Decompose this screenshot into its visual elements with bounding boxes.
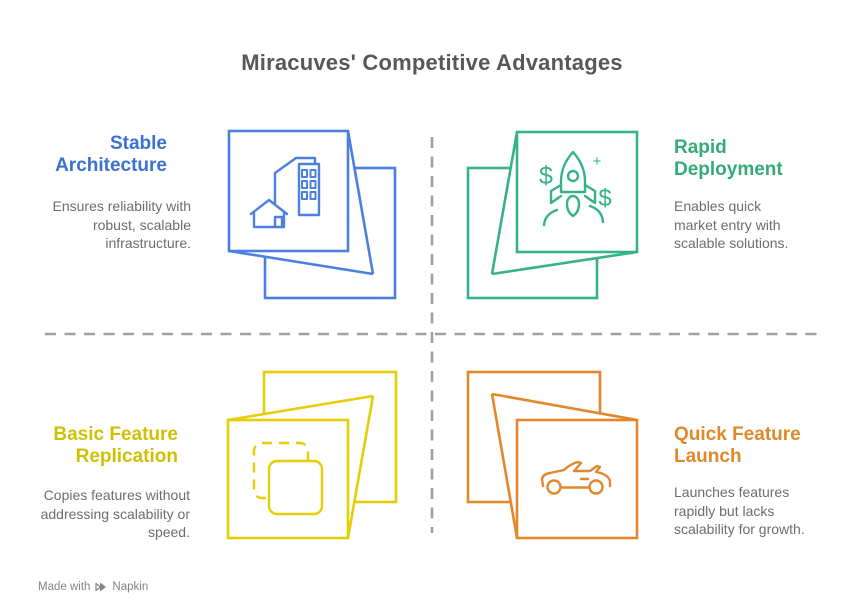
quadrant-body: Enables quick market entry with scalable… (674, 198, 789, 251)
quadrant-basic-feature-replication: Basic Feature Replication Copies feature… (40, 424, 190, 542)
convertible-car-icon (540, 460, 612, 495)
quadrant-heading: Basic Feature Replication (53, 424, 178, 467)
quadrant-body: Copies features without addressing scala… (40, 487, 190, 540)
convertible-car-box-icon (466, 370, 639, 540)
quadrant-heading: Rapid Deployment (674, 137, 783, 180)
dollar-sign-left: $ (539, 162, 553, 190)
watermark-prefix: Made with (38, 581, 91, 593)
rocket-box-icon: $ $ + (466, 130, 639, 300)
copy-box-icon (226, 370, 398, 540)
diagram-title: Miracuves' Competitive Advantages (241, 50, 623, 75)
rocket-symbols: $ $ + (539, 153, 612, 212)
buildings-box-icon (227, 129, 397, 300)
front-panel (227, 129, 350, 253)
quadrant-heading: Quick Feature Launch (674, 424, 801, 467)
front-panel (515, 418, 639, 540)
dollar-sign-right: $ (598, 185, 611, 212)
quadrant-heading: Stable Architecture (55, 133, 167, 176)
quadrant-quick-feature-launch: Quick Feature Launch Launches features r… (674, 424, 809, 539)
rocket-icon (542, 150, 605, 227)
quadrant-body: Launches features rapidly but lacks scal… (674, 484, 805, 537)
quadrant-stable-architecture: Stable Architecture Ensures reliability … (40, 133, 192, 253)
plus-sign: + (593, 153, 602, 170)
napkin-logo-icon (95, 582, 107, 592)
copy-icon (252, 441, 324, 516)
quadrant-rapid-deployment: Rapid Deployment Enables quick market en… (674, 137, 804, 253)
buildings-icon (249, 156, 321, 229)
watermark: Made with Napkin (38, 581, 148, 593)
watermark-brand: Napkin (112, 581, 149, 593)
quadrant-body: Ensures reliability with robust, scalabl… (52, 198, 192, 251)
